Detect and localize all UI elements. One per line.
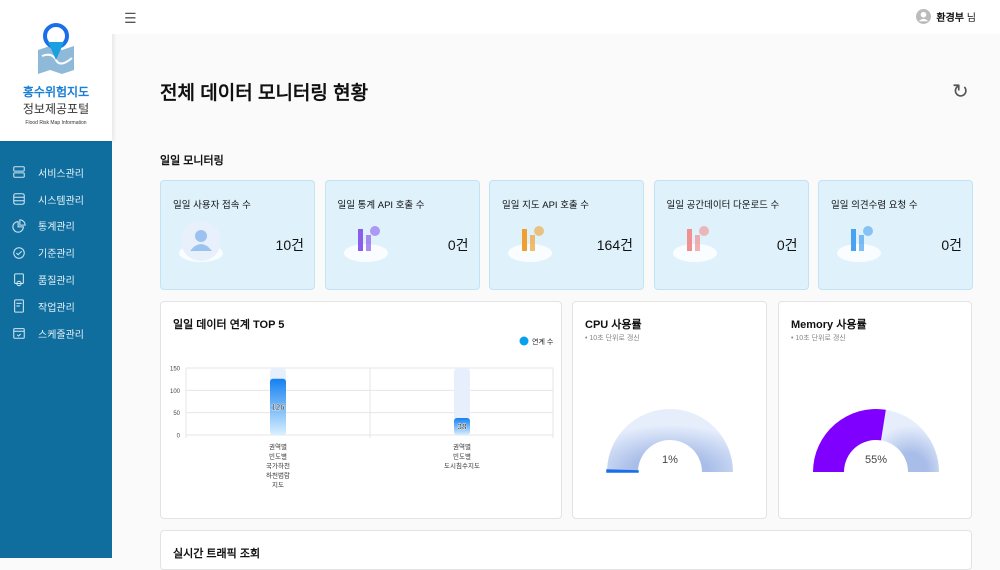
section-title: 일일 모니터링 [160, 155, 224, 167]
cpu-panel: CPU 사용률 • 10초 단위로 갱신 1% [572, 301, 767, 519]
chart-title: 일일 데이터 연계 TOP 5 [173, 319, 285, 331]
y-tick-label: 150 [170, 367, 181, 373]
bar-value-label: 38 [458, 423, 467, 432]
sidebar-item-label: 서비스관리 [38, 168, 84, 180]
kpi-card: 일일 사용자 접속 수 10건 [160, 180, 315, 290]
memory-gauge [813, 409, 939, 472]
kpi-label: 일일 통계 API 호출 수 [337, 200, 425, 211]
sidebar-item-label: 스케줄관리 [38, 329, 84, 341]
kpi-label: 일일 공간데이터 다운로드 수 [666, 200, 780, 211]
kpi-value: 164건 [596, 237, 633, 253]
download-illustration-icon [672, 226, 717, 262]
user-avatar-icon [916, 9, 932, 24]
database-icon [13, 193, 25, 205]
cpu-title: CPU 사용률 [585, 319, 642, 331]
kpi-value: 10건 [275, 237, 304, 253]
certificate-icon [14, 272, 24, 286]
user-illustration-icon [179, 221, 223, 262]
bar[interactable] [454, 418, 470, 435]
gauge-fill [606, 469, 639, 473]
clipboard-icon [14, 299, 24, 314]
legend-label: 연계 수 [532, 337, 554, 346]
sidebar-item-label: 시스템관리 [38, 195, 84, 207]
kpi-value: 0건 [447, 237, 469, 253]
map-pin-logo-icon [38, 23, 74, 74]
gauge-track [881, 409, 939, 472]
sidebar-item-label: 작업관리 [38, 302, 75, 314]
kpi-card: 일일 지도 API 호출 수 164건 [489, 180, 644, 290]
y-tick-label: 0 [177, 434, 181, 440]
logo-subtitle: 정보제공포털 [22, 102, 90, 116]
memory-subtitle: • 10초 단위로 갱신 [791, 335, 846, 342]
x-tick-label: 빈도별 [453, 452, 471, 461]
x-tick-label: 권역별 [269, 442, 287, 451]
user-name: 환경부 [936, 13, 965, 24]
sidebar: 홍수위험지도 정보제공포털 Flood Risk Map Information… [0, 0, 112, 558]
logo-english: Flood Risk Map Information [25, 120, 87, 126]
x-tick-label: 국가하천 [266, 461, 290, 470]
cpu-percent: 1% [662, 454, 678, 466]
sidebar-item-3[interactable]: 기준관리 [0, 239, 112, 266]
sidebar-item-label: 품질관리 [38, 276, 75, 288]
memory-title: Memory 사용률 [791, 319, 867, 331]
kpi-label: 일일 지도 API 호출 수 [502, 200, 590, 211]
clipboard-illustration-icon [837, 226, 881, 262]
bar-value-label: 126 [271, 403, 285, 412]
sidebar-item-2[interactable]: 통계관리 [0, 213, 112, 240]
gauge-track [607, 408, 733, 472]
x-tick-label: 하천범람 [266, 471, 290, 480]
kpi-value: 0건 [941, 237, 962, 253]
top-bar: ☰ 환경부 님 [112, 0, 1000, 34]
sidebar-item-label: 통계관리 [38, 222, 75, 234]
refresh-icon[interactable]: ↻ [952, 81, 969, 103]
server-icon [13, 166, 25, 179]
kpi-card: 일일 통계 API 호출 수 0건 [324, 180, 480, 290]
y-tick-label: 50 [173, 411, 180, 417]
kpi-card: 일일 의견수렴 요청 수 0건 [818, 180, 973, 290]
x-tick-label: 권역별 [453, 442, 471, 451]
sidebar-item-label: 기준관리 [38, 249, 75, 261]
legend-swatch [519, 336, 529, 346]
calendar-icon [13, 328, 25, 339]
traffic-panel: 실시간 트래픽 조회 [160, 530, 972, 570]
sidebar-item-4[interactable]: 품질관리 [0, 266, 112, 293]
page-title: 전체 데이터 모니터링 현황 [160, 83, 369, 104]
stats-illustration-icon [343, 226, 388, 262]
pie-chart-icon [12, 219, 26, 233]
x-tick-label: 도시침수지도 [444, 461, 480, 470]
cpu-subtitle: • 10초 단위로 갱신 [585, 335, 640, 342]
map-illustration-icon [508, 226, 552, 262]
bar-chart: 연계 수050100150126권역별빈도별국가하천하천범람지도38권역별빈도별… [170, 336, 554, 489]
x-tick-label: 빈도별 [269, 452, 287, 461]
kpi-card: 일일 공간데이터 다운로드 수 0건 [653, 180, 809, 290]
sidebar-item-0[interactable]: 서비스관리 [0, 159, 112, 186]
sidebar-item-5[interactable]: 작업관리 [0, 293, 112, 320]
bar[interactable] [270, 378, 286, 435]
traffic-title: 실시간 트래픽 조회 [173, 548, 261, 560]
memory-percent: 55% [864, 454, 888, 466]
memory-panel: Memory 사용률 • 10초 단위로 갱신 55% [778, 301, 972, 519]
cpu-gauge [606, 408, 733, 473]
hamburger-menu-icon[interactable]: ☰ [124, 10, 137, 26]
sidebar-item-1[interactable]: 시스템관리 [0, 186, 112, 213]
gauge-fill [813, 409, 886, 472]
x-tick-label: 지도 [272, 480, 284, 489]
kpi-label: 일일 의견수렴 요청 수 [831, 200, 918, 211]
user-menu[interactable]: 환경부 님 [916, 9, 976, 24]
kpi-value: 0건 [776, 237, 798, 253]
y-tick-label: 100 [170, 389, 181, 395]
user-suffix: 님 [966, 13, 976, 24]
badge-check-icon [13, 247, 25, 259]
logo[interactable]: 홍수위험지도 정보제공포털 Flood Risk Map Information [0, 0, 112, 141]
logo-title: 홍수위험지도 [22, 85, 90, 99]
kpi-label: 일일 사용자 접속 수 [173, 200, 251, 211]
sidebar-item-6[interactable]: 스케줄관리 [0, 320, 112, 347]
